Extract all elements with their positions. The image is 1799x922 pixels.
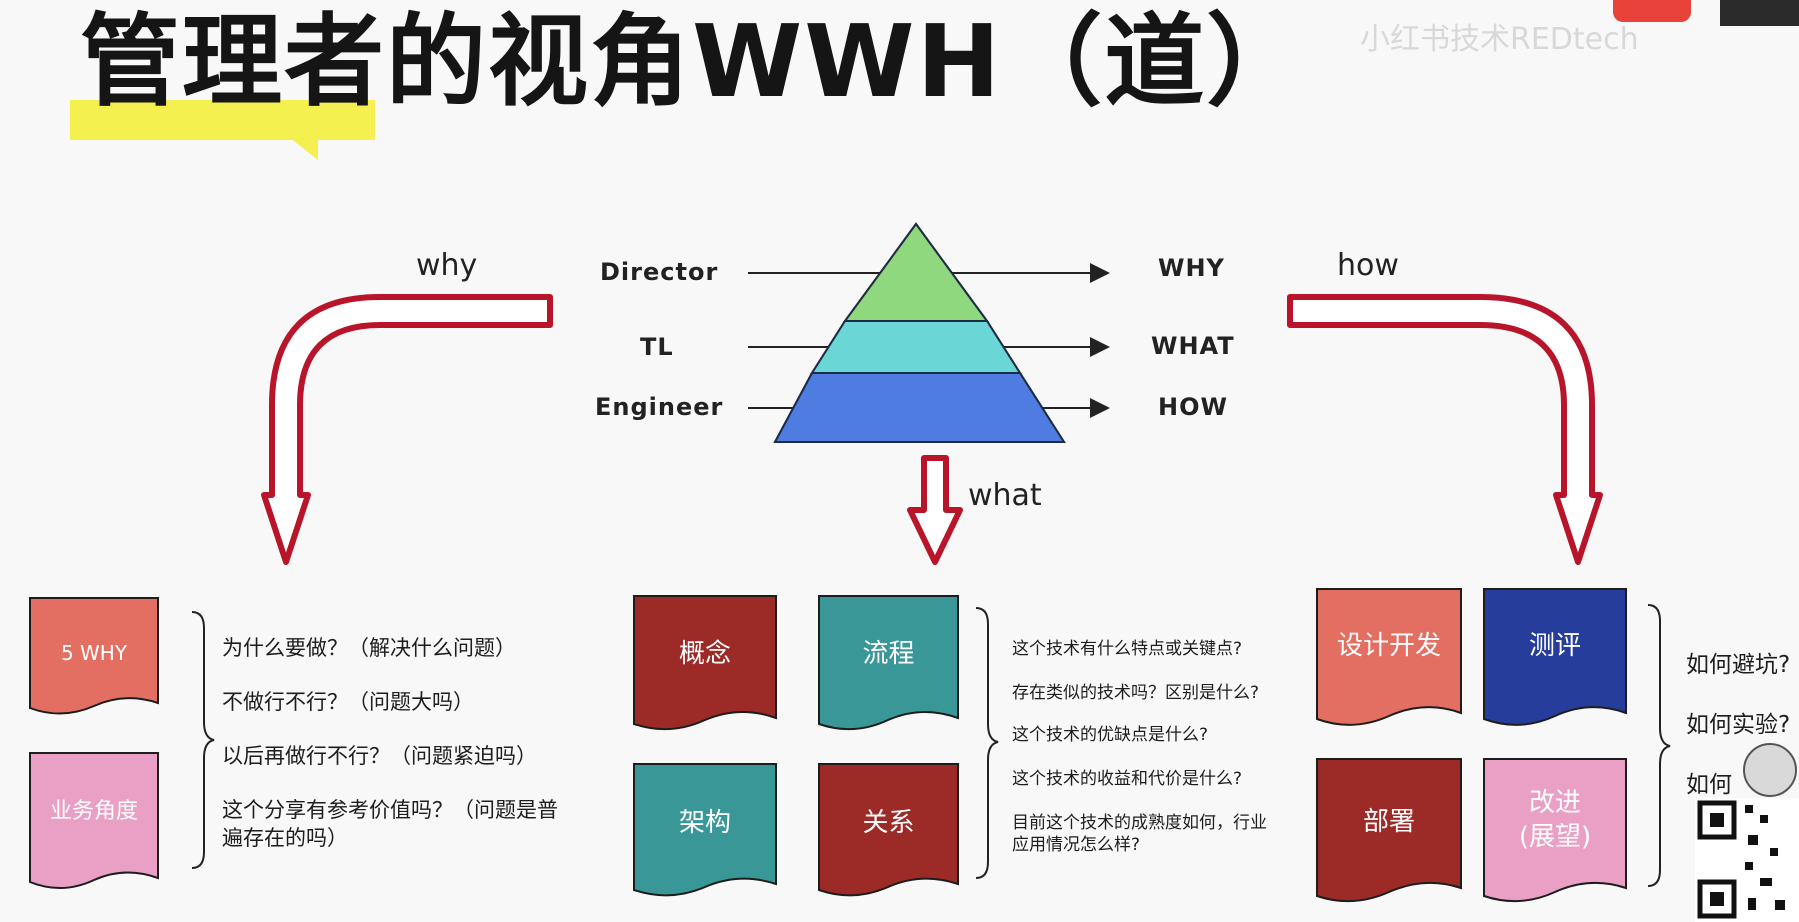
focus-why: WHY	[1158, 254, 1225, 282]
focus-how: HOW	[1158, 393, 1228, 421]
card-concept-shape	[633, 595, 777, 731]
card-5why: 5 WHY	[60, 641, 128, 665]
card-5why-shape	[29, 597, 159, 715]
card-architecture: 架构	[678, 808, 731, 838]
title-highlight	[70, 100, 375, 140]
how-arrow	[1287, 294, 1603, 565]
card-improve-shape	[1483, 758, 1627, 903]
how-arrow-label: how	[1337, 248, 1399, 283]
card-improvement: 改进	[1528, 788, 1581, 818]
page-title: 管理者的视角WWH（道）	[80, 3, 1309, 120]
card-relation-shape	[818, 763, 959, 897]
why-question: 为什么要做？（解决什么问题）	[222, 636, 516, 660]
card-evaluation: 测评	[1528, 631, 1581, 661]
level-director: Director	[600, 258, 719, 286]
why-arrow	[261, 294, 553, 565]
card-relation: 关系	[862, 808, 915, 838]
card-design-dev: 设计开发	[1336, 631, 1441, 661]
card-flow: 流程	[862, 639, 915, 669]
why-arrow-label: why	[416, 248, 478, 283]
brand-logo-icon	[1613, 0, 1691, 22]
what-question: 这个技术的优缺点是什么?	[1012, 725, 1209, 745]
brace-why	[191, 611, 215, 869]
card-business-shape	[29, 752, 159, 890]
what-question: 这个技术有什么特点或关键点?	[1012, 639, 1243, 659]
brace-how	[1647, 604, 1671, 887]
card-concept: 概念	[678, 639, 731, 669]
card-deployment: 部署	[1362, 807, 1415, 837]
card-design-shape	[1316, 588, 1462, 726]
how-question: 如何	[1686, 772, 1732, 798]
what-question: 目前这个技术的成熟度如何，行业	[1012, 813, 1267, 833]
what-question: 应用情况怎么样?	[1012, 835, 1141, 855]
card-arch-shape	[633, 763, 777, 897]
watermark: 小红书技术REDtech	[1360, 22, 1639, 57]
card-business: 业务角度	[49, 799, 138, 824]
card-deploy-shape	[1316, 758, 1462, 903]
card-outlook: (展望)	[1518, 822, 1592, 852]
why-question: 这个分享有参考价值吗？（问题是普	[222, 798, 558, 822]
what-question: 存在类似的技术吗？区别是什么?	[1012, 683, 1260, 703]
how-question: 如何实验?	[1686, 712, 1791, 738]
level-engineer: Engineer	[595, 393, 724, 421]
why-question: 不做行不行？（问题大吗）	[222, 690, 474, 714]
card-flow-shape	[818, 595, 959, 731]
what-arrow-label: what	[968, 478, 1042, 513]
what-arrow	[907, 455, 963, 565]
level-tl: TL	[640, 333, 674, 361]
card-eval-shape	[1483, 588, 1627, 726]
avatar	[1743, 743, 1797, 797]
why-question: 遍存在的吗）	[222, 826, 348, 850]
how-question: 如何避坑?	[1686, 652, 1791, 678]
focus-what: WHAT	[1151, 332, 1235, 360]
why-question: 以后再做行不行？（问题紧迫吗）	[222, 744, 537, 768]
brace-what	[975, 607, 999, 879]
corner-badge-icon	[1720, 0, 1799, 26]
title-highlight-tail	[290, 138, 318, 160]
what-question: 这个技术的收益和代价是什么?	[1012, 769, 1243, 789]
